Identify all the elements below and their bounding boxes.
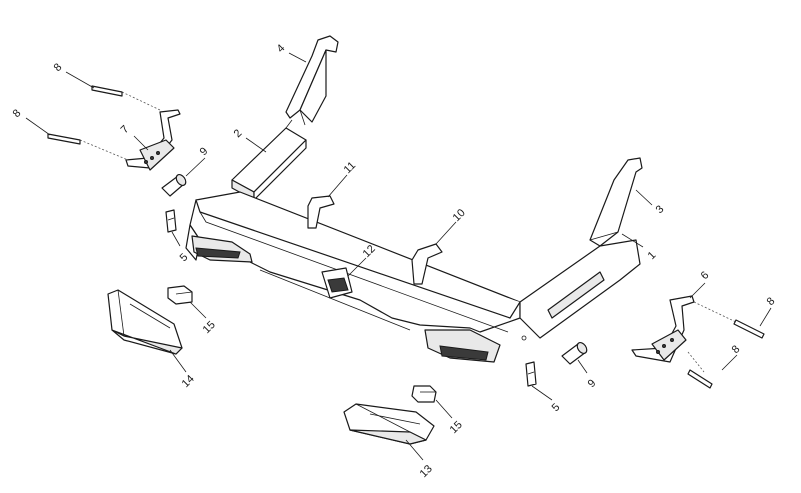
callout-9-left: 9 [198,145,211,158]
right-side-bracket [519,157,643,341]
callout-3: 3 [654,203,667,216]
right-pin-upper [733,319,765,339]
left-clip [165,209,177,233]
callout-8-upper-left: 8 [52,61,65,74]
callout-4: 4 [275,42,288,55]
main-bumper-body [185,191,521,363]
block-15-right [411,385,437,403]
callout-11: 11 [342,160,359,177]
callout-7: 7 [119,123,132,136]
callout-13: 13 [418,463,435,480]
callout-8-lower-right: 8 [730,343,743,356]
small-bracket-11 [307,195,335,229]
callout-5-right: 5 [550,401,563,414]
callout-1: 1 [646,249,659,262]
left-roller [161,173,187,197]
left-upright-bracket [285,35,339,126]
left-pin-lower [47,133,81,145]
left-rail-arm [231,119,307,201]
callout-6: 6 [699,269,712,282]
callout-2: 2 [232,127,245,140]
right-step-assembly [631,295,737,373]
block-15-left [167,285,193,305]
callout-8-upper-right: 8 [765,295,778,308]
left-step-assembly [79,91,181,171]
small-bracket-10 [411,243,443,285]
right-clip [525,361,537,387]
callout-5-left: 5 [178,251,191,264]
callout-14: 14 [180,373,197,390]
callout-10: 10 [451,207,468,224]
right-pin-lower [687,369,713,389]
callout-8-lower-left: 8 [11,107,24,120]
right-roller [561,341,588,365]
callout-15-right: 15 [448,419,465,436]
callout-9-right: 9 [586,377,599,390]
left-pin-upper [91,85,123,97]
leader-lines [25,52,772,461]
callout-15-left: 15 [201,319,218,336]
end-cap-pad-14 [107,289,183,355]
end-cap-pad-13 [343,403,435,445]
